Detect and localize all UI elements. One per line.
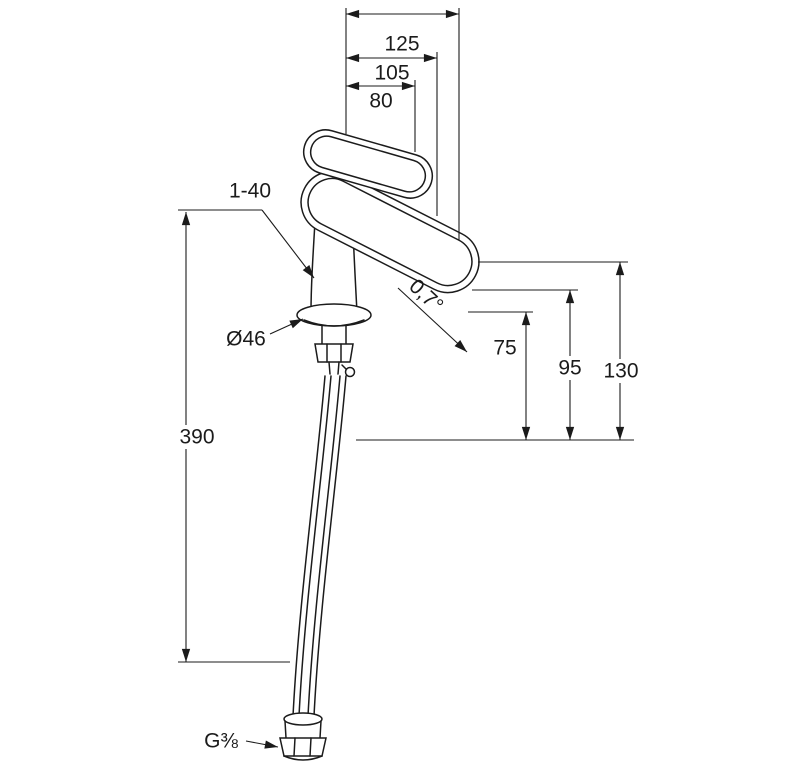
faucet-base-flange (296, 303, 372, 327)
dim-label-projection-full: 125 (384, 33, 419, 56)
dim-label-hose-length: 390 (179, 426, 214, 449)
dim-label-base-diameter: Ø46 (226, 328, 266, 351)
dim-label-height-spout-top: 95 (558, 357, 581, 380)
dim-label-height-spout-outlet: 75 (493, 337, 516, 360)
faucet-spout (300, 170, 480, 294)
faucet-mounting-hardware (314, 325, 356, 378)
dim-label-mounting-thickness: 1-40 (229, 180, 271, 203)
faucet-outline (279, 129, 480, 761)
faucet-supply-hoses (292, 375, 347, 717)
faucet-bottom-connector (279, 712, 327, 761)
dim-label-connection-thread: G⅜ (204, 730, 238, 753)
dim-label-height-total: 130 (603, 360, 638, 383)
faucet-lever-handle (302, 129, 434, 199)
dim-label-projection-handle: 80 (369, 90, 392, 113)
dim-label-projection-mid: 105 (374, 62, 409, 85)
label-backgrounds (176, 356, 640, 449)
